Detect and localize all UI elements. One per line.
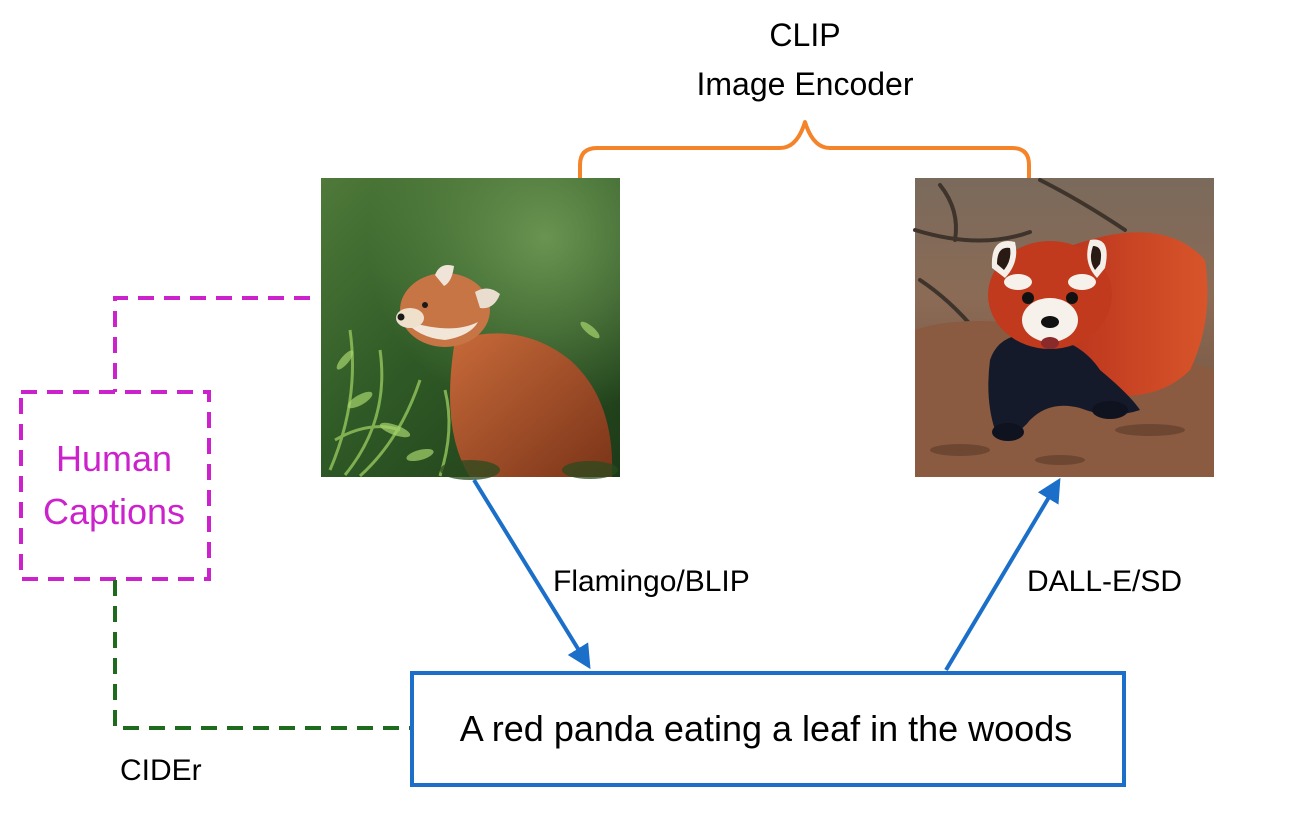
generated-photo [913, 178, 1214, 477]
human-connector [113, 296, 310, 392]
generation-arrow [944, 477, 1061, 672]
human-captions-box [19, 390, 211, 581]
generator-label: DALL-E/SD [1027, 565, 1182, 598]
metric-connector [113, 580, 410, 730]
captioner-label: Flamingo/BLIP [553, 565, 750, 598]
original-photo [321, 178, 620, 480]
caption-box [410, 671, 1126, 787]
encoder-subtitle: Image Encoder [696, 66, 913, 102]
encoder-brace [578, 120, 1031, 184]
caption-text: A red panda eating a leaf in the woods [460, 708, 1072, 749]
human-captions-line1: Human [56, 438, 172, 479]
encoder-title: CLIP [769, 17, 840, 53]
human-captions-line2: Captions [43, 491, 185, 532]
captioning-arrow [472, 478, 591, 670]
metric-label: CIDEr [120, 754, 202, 787]
